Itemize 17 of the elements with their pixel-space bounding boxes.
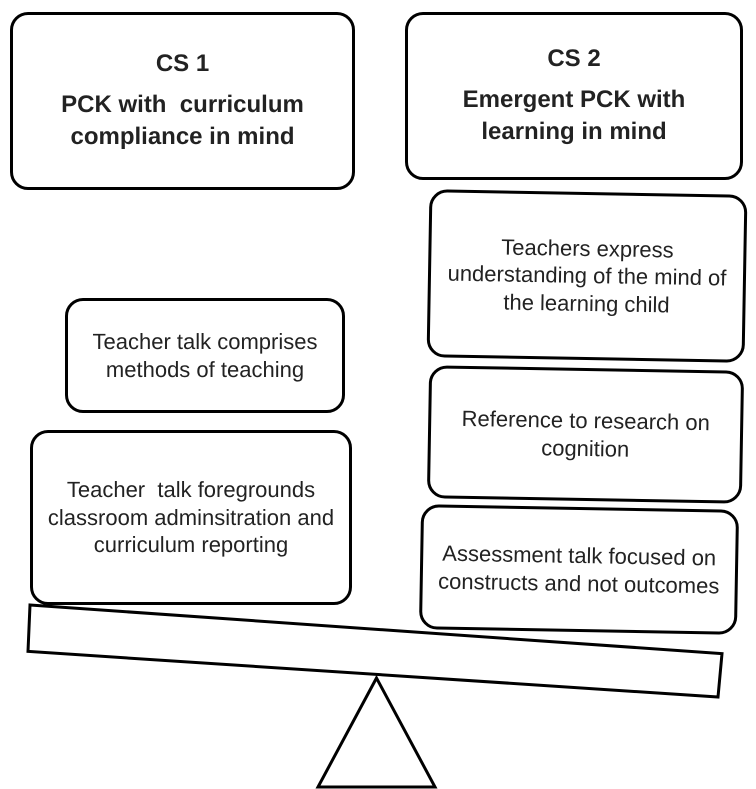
text-box [426, 365, 744, 504]
box-text: PCK with curriculum compliance in mind [60, 90, 305, 152]
box-text: Teachers express understanding of the mind of the learning child [446, 233, 728, 320]
box-text: Teacher talk comprises methods of teaching [92, 328, 318, 383]
box-text: Emergent PCK with learning in mind [462, 84, 686, 148]
box-text: Assessment talk focused on constructs and not outcomes [436, 540, 721, 600]
text-box [405, 12, 743, 180]
text-box [426, 189, 748, 363]
text-box [30, 430, 352, 605]
fulcrum-triangle [316, 674, 438, 788]
box-heading: CS 2 [547, 44, 601, 74]
box-text: Teacher talk foregrounds classroom adminsitration and curriculum reporting [46, 476, 336, 559]
text-box [10, 12, 355, 190]
box-text: Reference to research on cognition [460, 404, 712, 464]
text-box [65, 298, 345, 413]
box-heading: CS 1 [156, 49, 210, 80]
text-box [418, 504, 740, 635]
